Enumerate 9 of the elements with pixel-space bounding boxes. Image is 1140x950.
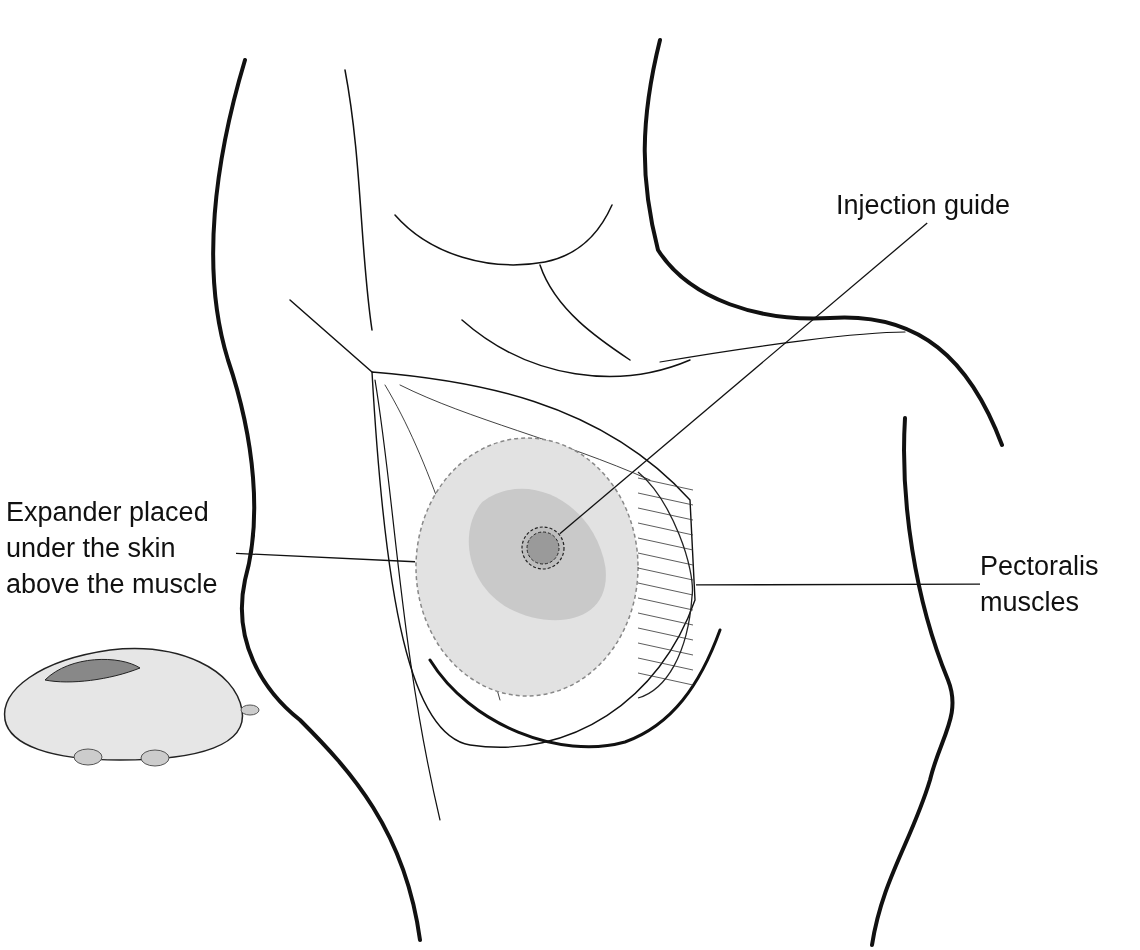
- leader-line: [235, 552, 416, 563]
- tissue-expander: [415, 437, 639, 697]
- callout-label: Injection guide: [836, 187, 1061, 223]
- leader-line: [559, 222, 928, 535]
- injection-port: [521, 526, 565, 570]
- callout-label: Expander placed under the skin above the muscle: [6, 494, 236, 602]
- pectoralis-muscle-drawing: [636, 470, 696, 700]
- leader-line: [695, 583, 981, 586]
- callout-label: Pectoralis muscles: [980, 548, 1120, 620]
